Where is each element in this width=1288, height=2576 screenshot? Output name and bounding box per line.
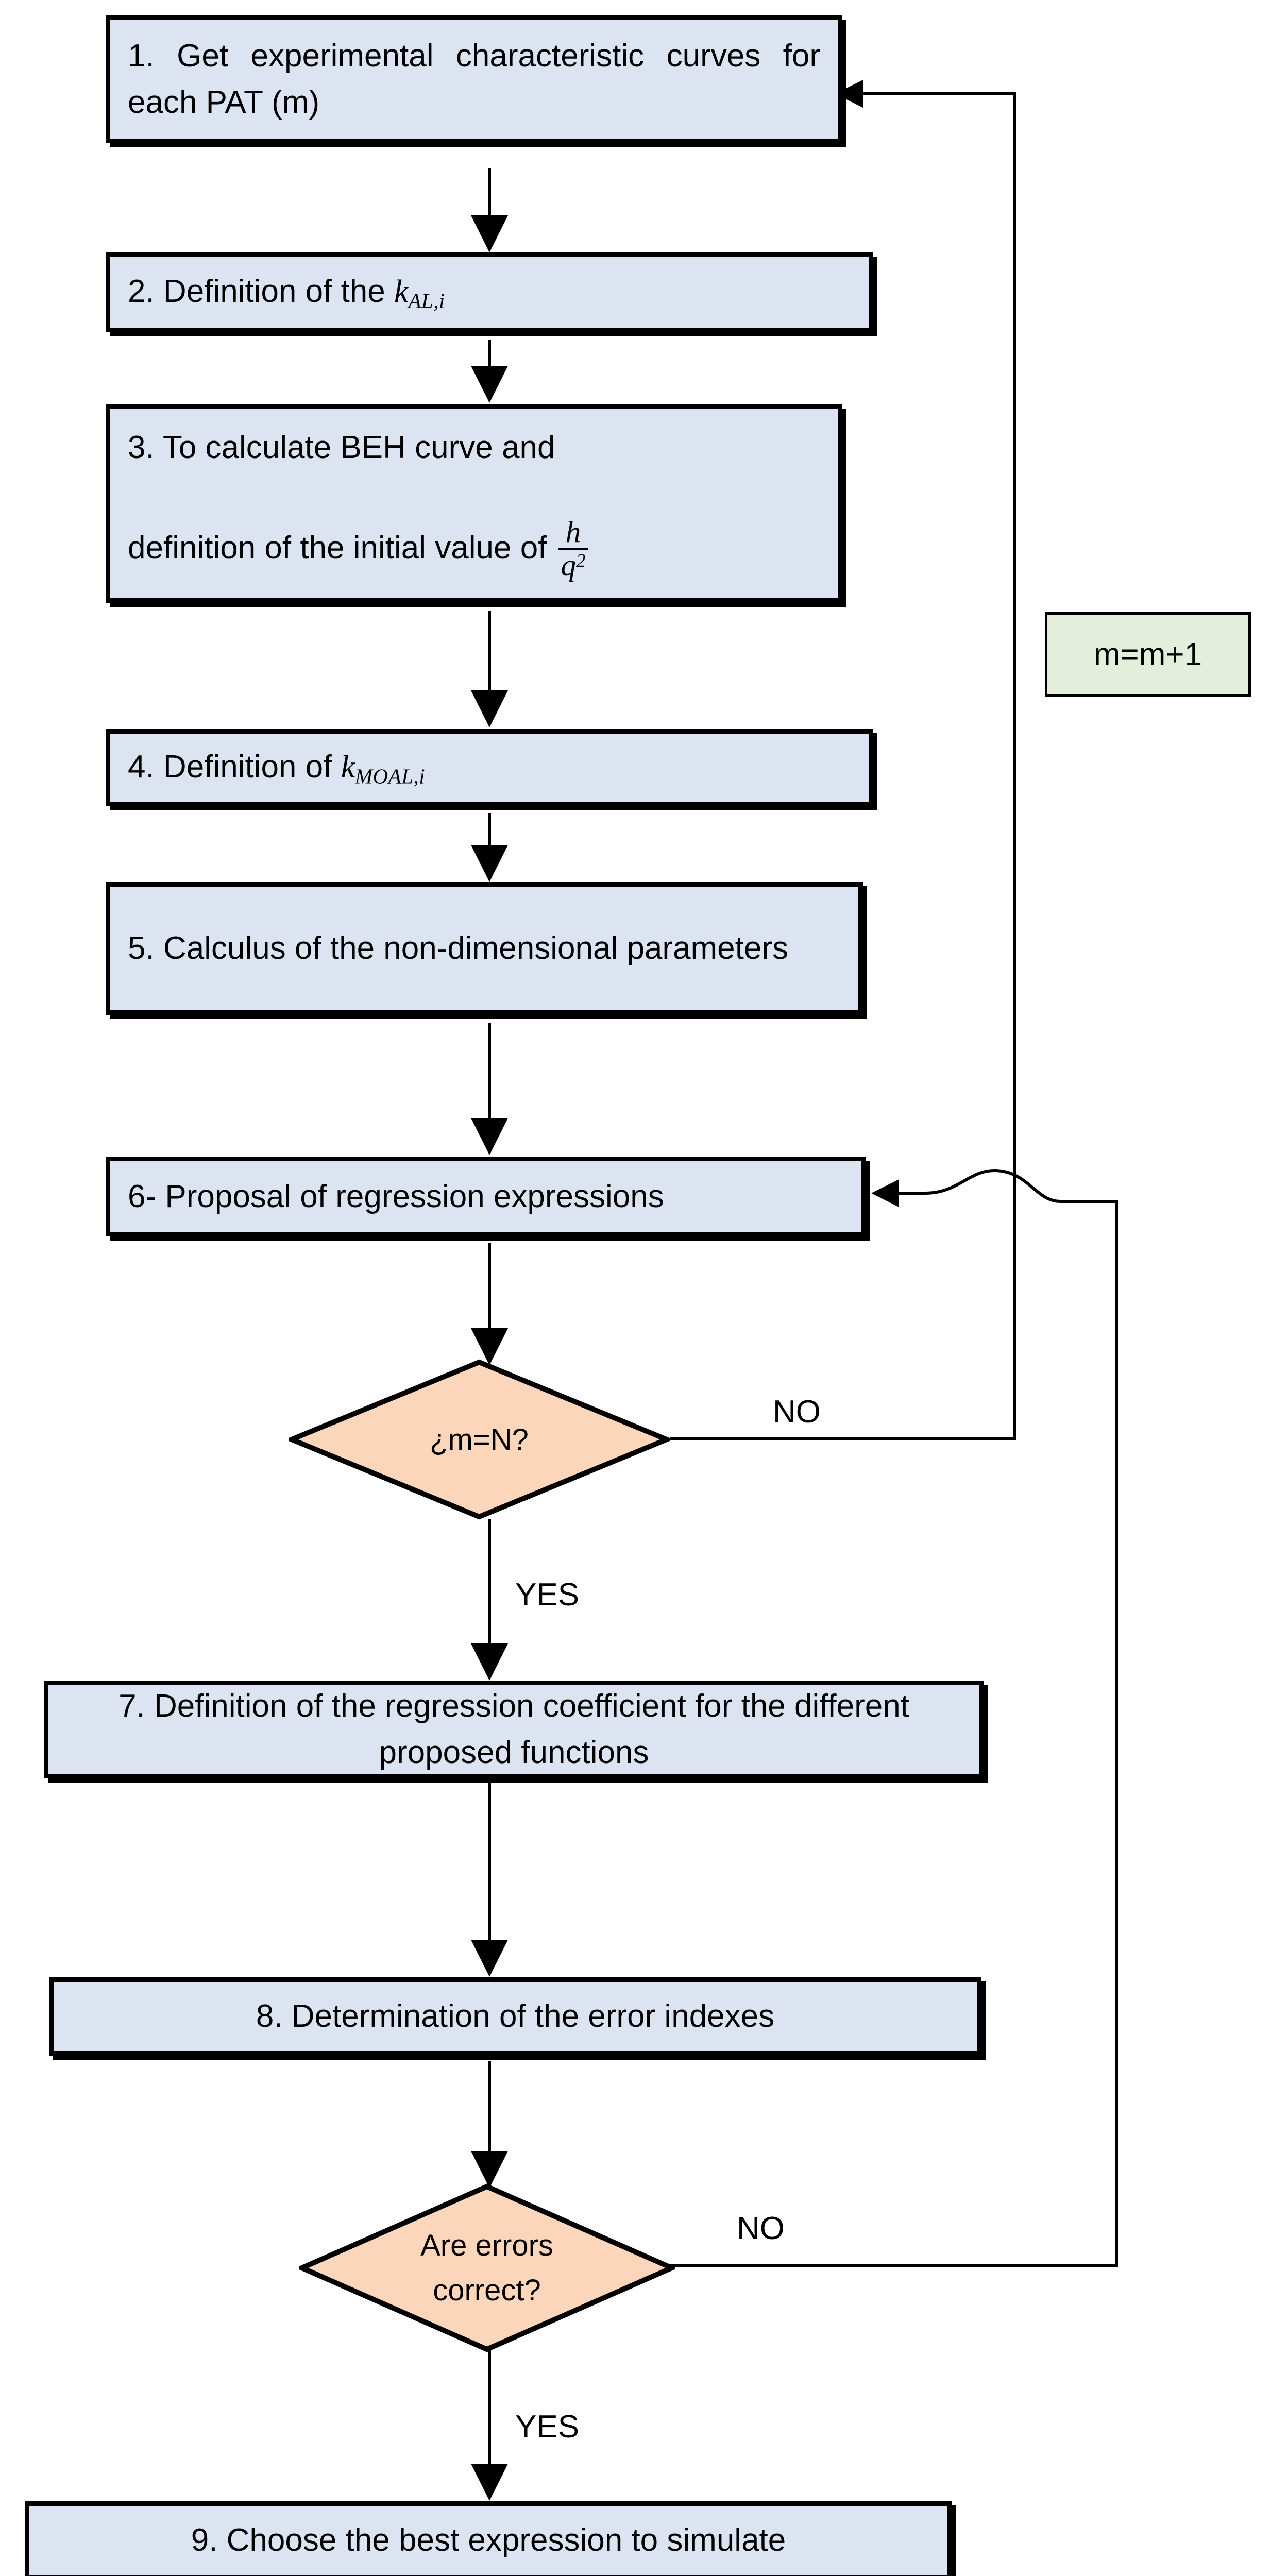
process-box-5-label: 5. Calculus of the non-dimensional param… [128,930,789,967]
process-box-7[interactable]: 7. Definition of the regression coeffici… [44,1681,984,1778]
process-box-8[interactable]: 8. Determination of the error indexes [49,1977,981,2056]
edge-label-decision2-no: NO [737,2211,785,2246]
process-box-8-label: 8. Determination of the error indexes [256,1998,775,2035]
process-box-7-label: 7. Definition of the regression coeffici… [118,1688,909,1770]
decision-diamond-1-shape [289,1359,670,1520]
decision-diamond-2-shape [299,2183,675,2352]
connector-decision1-no-loop [670,80,1016,1440]
process-box-1[interactable]: 1. Get experimental characteristic curve… [106,15,842,143]
process-box-3-label: 3. To calculate BEH curve and definition… [110,425,838,583]
process-box-1-label: 1. Get experimental characteristic curve… [128,38,820,120]
process-box-2-label: 2. Definition of the kAL,i [128,274,445,313]
decision-diamond-are-errors-correct[interactable]: Are errors correct? [299,2183,675,2352]
process-box-4[interactable]: 4. Definition of kMOAL,i [106,729,873,806]
process-box-3[interactable]: 3. To calculate BEH curve and definition… [106,404,842,603]
loop-counter-label: m=m+1 [1093,636,1202,672]
process-box-4-label: 4. Definition of kMOAL,i [128,749,426,788]
edge-label-decision1-no: NO [773,1394,821,1430]
process-box-6[interactable]: 6- Proposal of regression expressions [106,1157,866,1236]
loop-counter-box[interactable]: m=m+1 [1045,612,1251,697]
process-box-9[interactable]: 9. Choose the best expression to simulat… [25,2501,952,2576]
process-box-6-label: 6- Proposal of regression expressions [128,1178,664,1214]
decision-diamond-m-equals-n[interactable]: ¿m=N? [289,1359,670,1520]
edge-label-decision1-yes: YES [515,1577,580,1613]
process-box-9-label: 9. Choose the best expression to simulat… [191,2522,786,2558]
process-box-5[interactable]: 5. Calculus of the non-dimensional param… [106,882,863,1015]
connector-decision2-no-loop [670,1168,1118,2267]
edge-label-decision2-yes: YES [515,2409,580,2445]
process-box-2[interactable]: 2. Definition of the kAL,i [106,252,873,332]
